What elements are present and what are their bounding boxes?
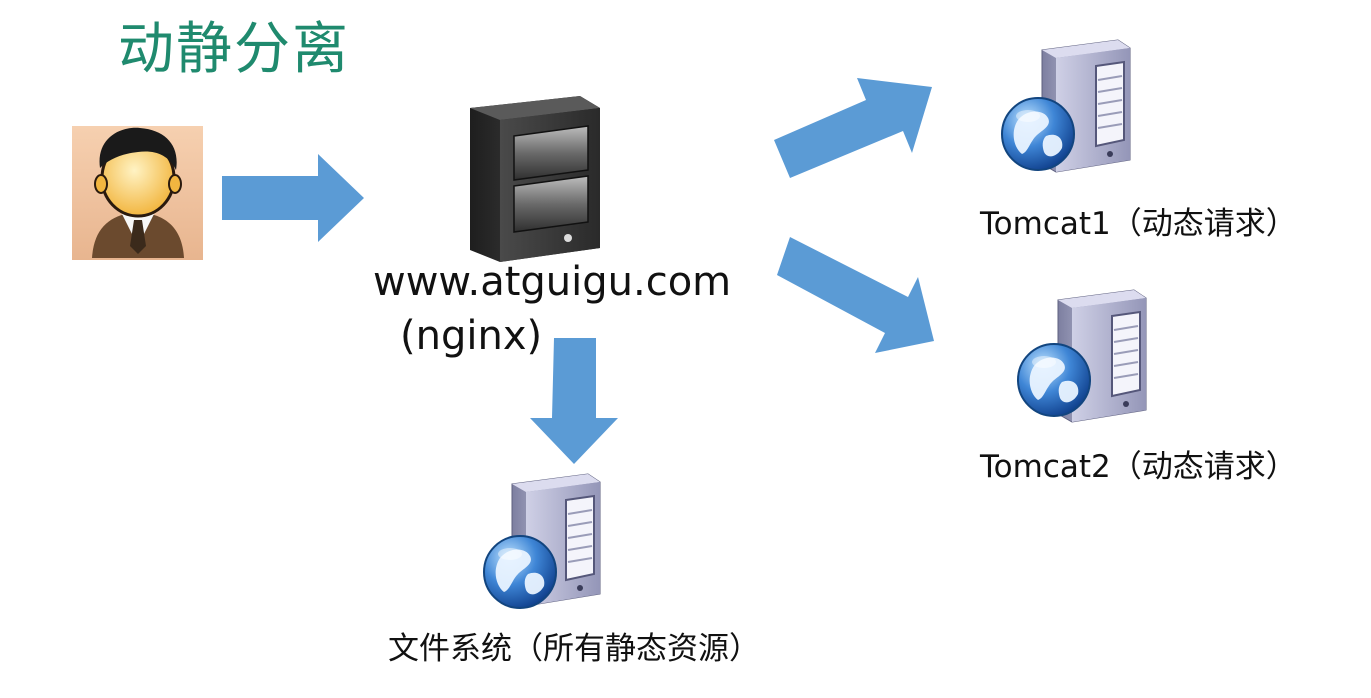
arrow-nginx-to-filesystem: [530, 338, 618, 464]
globe-icon: [1001, 97, 1075, 171]
nginx-host-label: www.atguigu.com: [373, 259, 732, 305]
tomcat1-label: Tomcat1（动态请求）: [980, 206, 1297, 242]
globe-icon: [1017, 343, 1091, 417]
arrow-nginx-to-tomcat1: [774, 78, 932, 178]
nginx-name-label: (nginx): [400, 313, 543, 359]
globe-icon: [483, 535, 557, 609]
user-avatar-icon: [72, 126, 203, 260]
nginx-server-icon: [470, 96, 600, 262]
arrow-nginx-to-tomcat2: [777, 237, 934, 353]
diagram-title: 动静分离: [118, 17, 350, 82]
filesystem-label: 文件系统（所有静态资源）: [388, 631, 760, 667]
arrow-user-to-nginx: [222, 154, 364, 242]
tomcat2-label: Tomcat2（动态请求）: [980, 449, 1297, 485]
